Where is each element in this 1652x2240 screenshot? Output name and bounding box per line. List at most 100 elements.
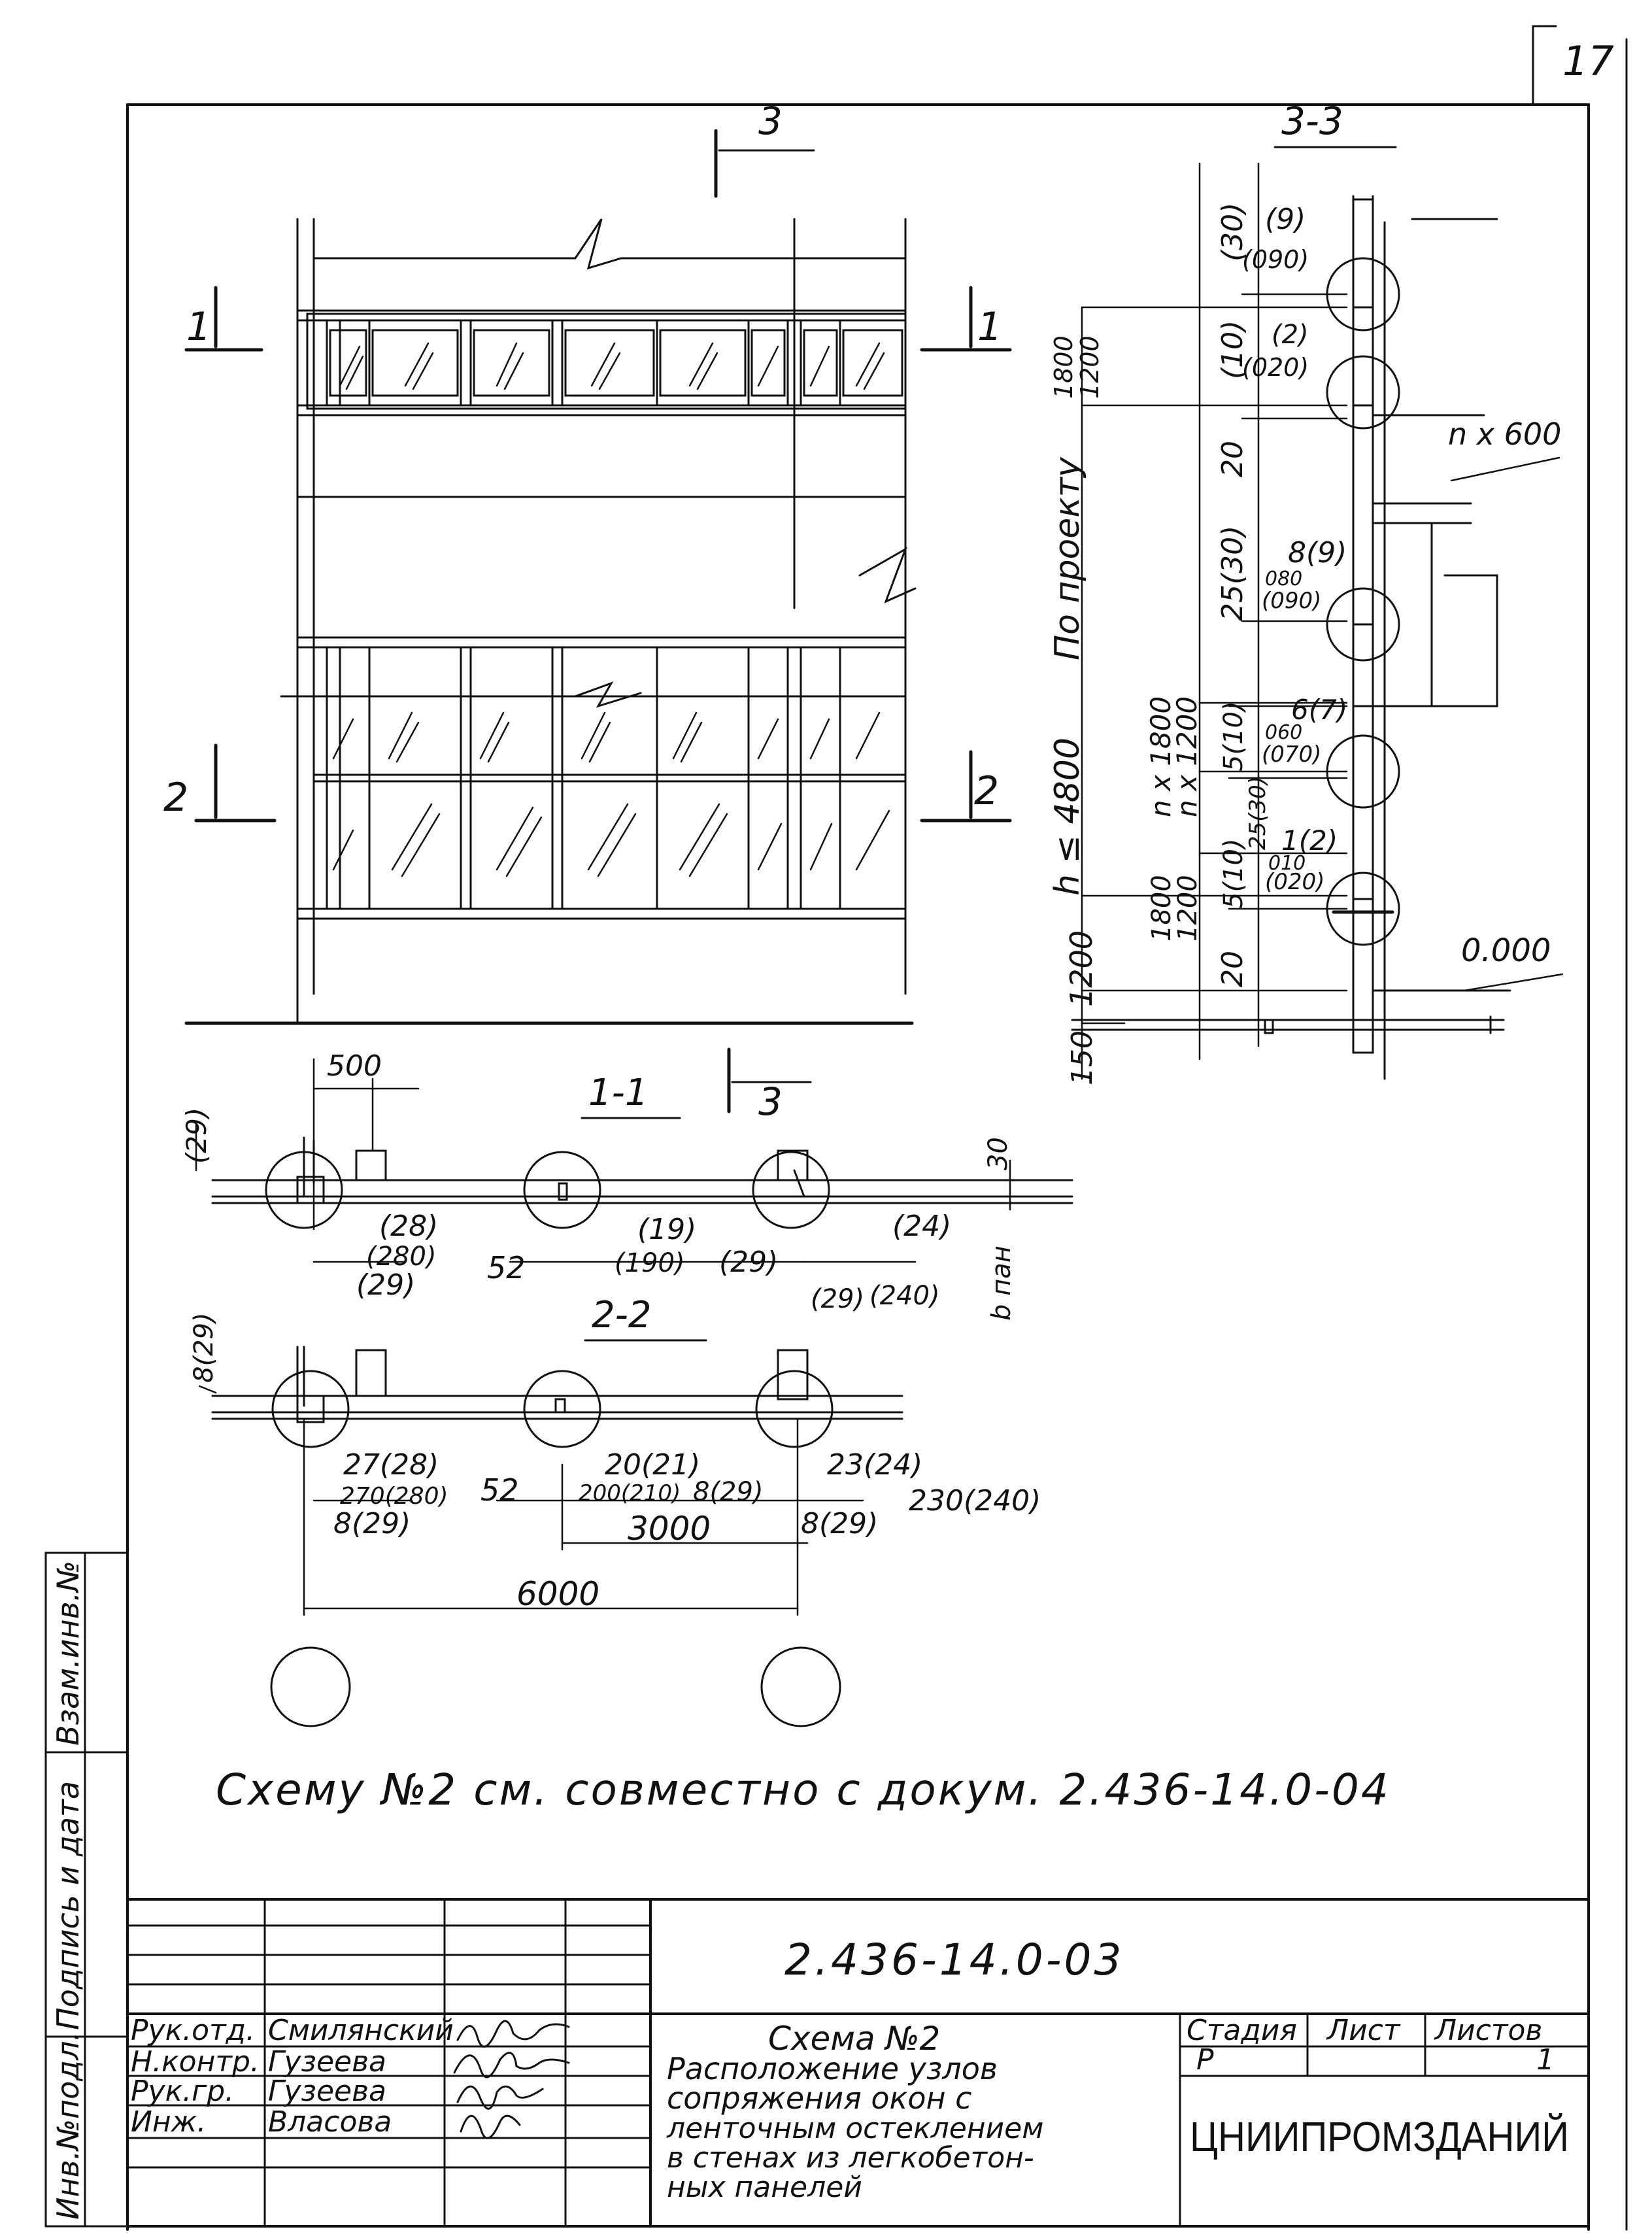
plan-dim-6000: 6000 [516,1575,599,1613]
plan-dim-19: (19) [637,1213,696,1246]
glass-hatching [339,342,885,390]
plan-dim-52b: 52 [480,1472,519,1508]
title-text: Схема №2 Расположение узлов сопряжения о… [666,2020,1043,2204]
title-line-2: Расположение узлов [667,2051,998,2086]
dim-1200-bottom: 1200 [1173,875,1203,942]
node-label-070: (070) [1262,741,1321,768]
node-label-020: (020) [1242,353,1309,382]
plan-dim-280: (280) [366,1242,437,1272]
side-stamp-vzam: Взам.инв.№ [50,1561,86,1746]
title-line-1: Схема №2 [768,2020,940,2058]
plan-dim-500: 500 [327,1049,382,1083]
stage-value: Р [1196,2043,1214,2077]
lower-window-mullions [326,646,841,910]
dim-5-10a: 5(10) [1219,701,1249,772]
plan-dim-lines [195,1058,1073,1616]
plan-dim-30: 30 [983,1137,1013,1170]
title-line-4: ленточным остеклением [666,2112,1043,2145]
section-3-3-dim-lines [1081,162,1564,1080]
plan-dim-24: (24) [892,1210,951,1243]
section-3-3-nodes [1326,257,1400,946]
stage-label: Стадия [1187,2014,1297,2047]
title-line-5: в стенах из легкобетон- [667,2141,1034,2175]
dim-150: 150 [1066,1030,1099,1085]
plan-axis-circles [270,1646,841,1727]
dim-25-30b: 25(30) [1245,776,1271,850]
plan-dim-29a: (29) [180,1108,212,1164]
section-mark-1-right: 1 [977,304,1002,350]
sheet-label: Лист [1326,2014,1401,2047]
side-stamp-podpis: Подпись и дата [50,1781,86,2030]
node-label-8-9: 8(9) [1288,536,1347,569]
role-1: Рук.отд. [131,2014,255,2047]
plan-dim-29c: (29) [719,1246,778,1279]
plan-dim-230-240: 230(240) [909,1484,1041,1518]
plan-dim-8-29d: 8(29) [801,1507,878,1540]
plan-dim-190: (190) [615,1248,685,1278]
sheets-value: 1 [1536,2043,1555,2077]
signatures [453,2020,570,2139]
node-label-1-2: 1(2) [1281,824,1338,857]
plan-dim-29b: (29) [356,1268,415,1302]
role-2: Н.контр. [131,2045,260,2079]
dim-5-10b: 5(10) [1219,838,1249,909]
page-number: 17 [1562,37,1614,85]
plan-dim-8-29b: 8(29) [693,1477,764,1507]
node-label-010: 010 [1268,852,1306,875]
node-label-020b: (020) [1265,869,1324,895]
title-line-6: ных панелей [667,2171,862,2204]
section-1-1-title: 1-1 [588,1072,648,1114]
label-n-x-600: n x 600 [1448,416,1561,452]
plan-dim-240: (240) [869,1281,940,1311]
section-mark-2-right: 2 [974,768,999,814]
dim-n1200: n x 1200 [1171,696,1203,817]
dim-30: (30) [1216,203,1249,262]
plan-dim-29d: (29) [811,1284,864,1314]
document-code: 2.436-14.0-03 [784,1935,1124,1985]
node-label-2: (2) [1272,320,1309,350]
section-3-3-title: 3-3 [1281,99,1343,143]
section-3-3-panels [1332,198,1394,1054]
dim-h-le-4800: h ≤ 4800 [1048,738,1087,896]
role-4: Инж. [131,2105,206,2139]
facade-elevation [184,218,917,1025]
organization-name: ЦНИИПРОМЗДАНИЙ [1190,2113,1569,2160]
section-3-3-node-labels: (9) (090) (2) (020) 8(9) 080 (090) 6(7) … [1242,203,1561,969]
side-stamp-inv: Инв.№подл. [50,2031,86,2220]
node-label-9: (9) [1265,203,1306,236]
plan-1-1-wall [211,1136,1073,1204]
title-line-3: сопряжения окон с [667,2080,971,2116]
dim-20a: 20 [1216,441,1249,477]
plan-dim-27-28: 27(28) [343,1448,439,1482]
section-mark-1-left: 1 [186,304,211,350]
plan-dim-b-pan: b пан [986,1246,1017,1321]
plan-2-2-nodes [271,1370,834,1448]
plan-dim-20-21: 20(21) [605,1448,700,1482]
lower-glass-hatching [332,711,890,877]
title-block-grid [126,1898,1590,2228]
side-stamp [44,1552,129,2228]
dim-1800-bottom: 1800 [1147,875,1177,942]
plan-dim-52a: 52 [487,1250,526,1285]
top-window-mullions [326,319,903,407]
plan-dim-200-210: 200(210) [579,1480,681,1506]
label-zero-level: 0.000 [1461,932,1551,969]
dim-25-30: 25(30) [1216,526,1249,621]
drawing-note: Схему №2 см. совместно с докум. 2.436-14… [216,1765,1391,1815]
section-2-2-title: 2-2 [592,1294,651,1336]
dim-20b: 20 [1216,951,1249,987]
name-1: Смилянский [268,2014,454,2047]
plan-dim-texts: 500 (29) (28) (280) (29) 52 (19) (190) (… [180,1049,1041,1613]
name-3: Гузеева [268,2075,386,2108]
section-mark-2-left: 2 [163,775,188,821]
dim-n1800: n x 1800 [1145,696,1177,817]
dim-1200-low: 1200 [1064,930,1099,1007]
plan-dim-23-24: 23(24) [827,1448,922,1482]
role-3: Рук.гр. [131,2075,234,2108]
plan-1-1-nodes [265,1151,830,1229]
sheets-label: Листов [1434,2014,1542,2047]
plan-dim-3000: 3000 [628,1510,711,1548]
plan-dim-270-280: 270(280) [340,1483,448,1510]
plan-dim-8-29a: 8(29) [189,1312,219,1383]
